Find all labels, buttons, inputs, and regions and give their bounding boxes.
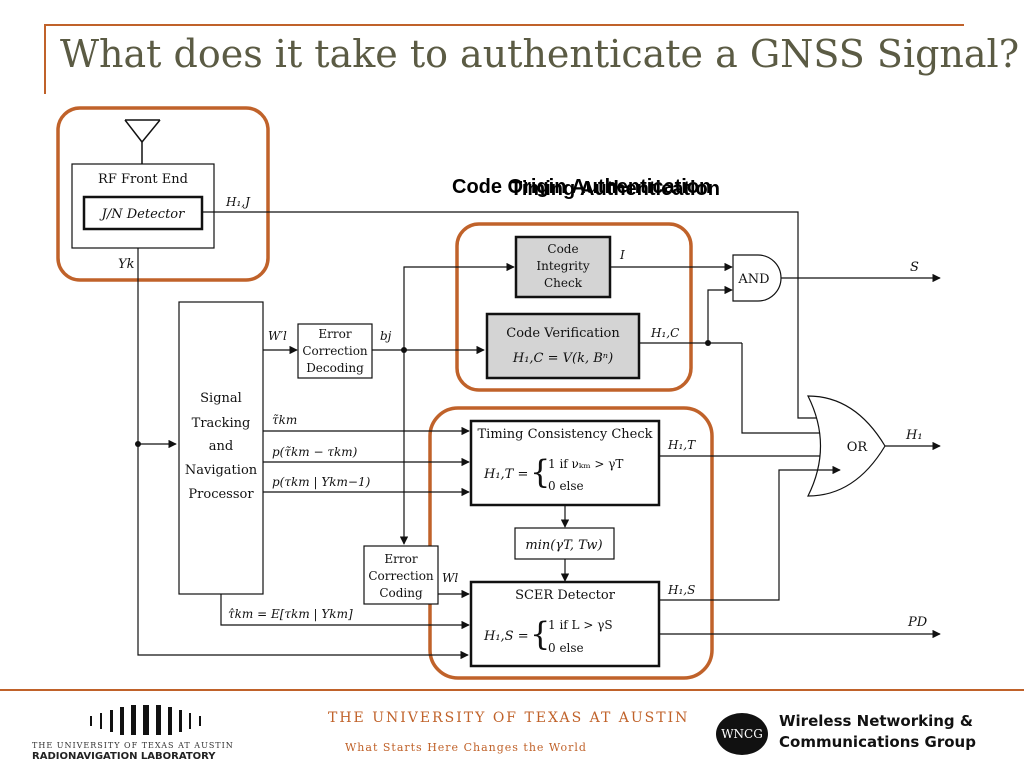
error-coding-line-2: Correction	[368, 569, 434, 583]
error-coding-line-1: Error	[384, 552, 417, 566]
error-decoding-line-3: Decoding	[306, 361, 364, 375]
code-auth-highlight-box	[455, 222, 693, 392]
error-decoding-block	[297, 323, 373, 379]
code-integrity-line-1: Code	[547, 242, 578, 256]
timing-auth-highlight-box	[428, 406, 714, 680]
and-gate	[732, 254, 782, 302]
timing-eq-case2: 0 else	[548, 479, 584, 493]
s-label: S	[910, 260, 919, 275]
antenna-icon	[124, 119, 161, 164]
p1-label: p(τ̃km − τkm)	[272, 445, 358, 459]
scer-detector-block	[469, 580, 661, 668]
ut-austin-tagline: What Starts Here Changes the World	[345, 741, 587, 754]
title-rule	[44, 24, 964, 26]
bj-label: bj	[380, 329, 392, 343]
code-integrity-line-3: Check	[544, 276, 583, 290]
or-gate	[807, 395, 886, 497]
i-label: I	[619, 248, 625, 262]
title-side-rule	[44, 24, 46, 94]
rf-highlight-box	[56, 106, 270, 282]
scer-eq-case1: 1 if L > γS	[548, 618, 613, 632]
h1j-wire	[202, 211, 834, 423]
h1s-label: H₁,S	[667, 583, 695, 597]
tau-hat-wire	[220, 594, 470, 630]
code-integrity-block	[514, 235, 612, 299]
timing-eq-lhs: H₁,T =	[483, 467, 528, 482]
yk-label: Yk	[118, 257, 135, 272]
rnl-logo-icon	[90, 705, 201, 735]
and-gate-label: AND	[737, 272, 769, 287]
h1-label: H₁	[905, 428, 923, 443]
signal-processor-block	[178, 301, 264, 595]
tau-tilde-label: τ̃km	[272, 413, 297, 427]
error-decoding-line-2: Correction	[302, 344, 368, 358]
min-block-label: min(γT, Tw)	[525, 538, 602, 553]
footer-rule	[0, 689, 1024, 691]
h1t-label: H₁,T	[667, 438, 696, 452]
tau-hat-label: τ̂km = E[τkm | Ykm]	[228, 607, 353, 621]
wl-prime-label: W′l	[268, 329, 287, 343]
wncg-badge-text: WNCG	[721, 727, 763, 741]
scer-eq-case2: 0 else	[548, 641, 584, 655]
jn-detector-block	[82, 195, 204, 231]
jn-detector-label: J/N Detector	[99, 207, 185, 222]
error-coding-line-3: Coding	[379, 586, 423, 600]
to-code-integrity-wire	[403, 262, 515, 350]
scer-detector-label: SCER Detector	[515, 588, 616, 603]
rnl-university-line: THE UNIVERSITY OF TEXAS AT AUSTIN	[32, 741, 234, 750]
or-gate-label: OR	[847, 440, 869, 455]
ut-austin-wordmark: THE UNIVERSITY OF TEXAS AT AUSTIN	[328, 710, 690, 726]
pd-label: PD	[907, 615, 928, 630]
processor-line-4: Navigation	[185, 463, 258, 478]
timing-check-label: Timing Consistency Check	[477, 427, 652, 442]
processor-line-3: and	[209, 439, 233, 454]
rf-front-end-label: RF Front End	[98, 172, 188, 187]
h1j-label: H₁,J	[225, 195, 251, 209]
code-verification-block	[485, 312, 641, 380]
h1c-to-and-wire	[707, 285, 733, 343]
timing-authentication-label: Timing Authentication	[510, 178, 720, 200]
timing-eq-case1: 1 if νₖₘ > γT	[548, 457, 623, 471]
code-verification-label: Code Verification	[506, 326, 620, 341]
rnl-lab-name: RADIONAVIGATION LABORATORY	[32, 751, 216, 762]
error-coding-block	[363, 545, 439, 605]
h1s-wire	[659, 465, 841, 601]
error-decoding-line-1: Error	[318, 327, 351, 341]
h1c-to-or-wire	[741, 343, 841, 438]
wncg-name-line-2: Communications Group	[779, 733, 976, 751]
yk-wire	[137, 248, 469, 660]
processor-line-2: Tracking	[192, 416, 251, 431]
wl-label: Wl	[442, 571, 458, 585]
p2-label: p(τkm | Ykm−1)	[272, 475, 371, 489]
scer-eq-lhs: H₁,S =	[483, 629, 529, 644]
processor-line-5: Processor	[188, 487, 254, 502]
slide-title: What does it take to authenticate a GNSS…	[60, 32, 1020, 76]
timing-eq-brace: {	[530, 453, 550, 491]
wncg-name-line-1: Wireless Networking &	[779, 712, 973, 730]
wncg-logo-icon: WNCG	[716, 713, 768, 755]
min-block	[514, 527, 615, 560]
code-integrity-line-2: Integrity	[536, 259, 589, 273]
processor-line-1: Signal	[200, 391, 242, 406]
code-origin-authentication-label: Code Origin Authentication	[452, 176, 712, 198]
h1c-label: H₁,C	[650, 326, 679, 340]
code-verification-equation: H₁,C = V(k, Bⁿ)	[512, 351, 613, 366]
timing-check-block	[469, 419, 661, 507]
scer-eq-brace: {	[530, 615, 550, 653]
